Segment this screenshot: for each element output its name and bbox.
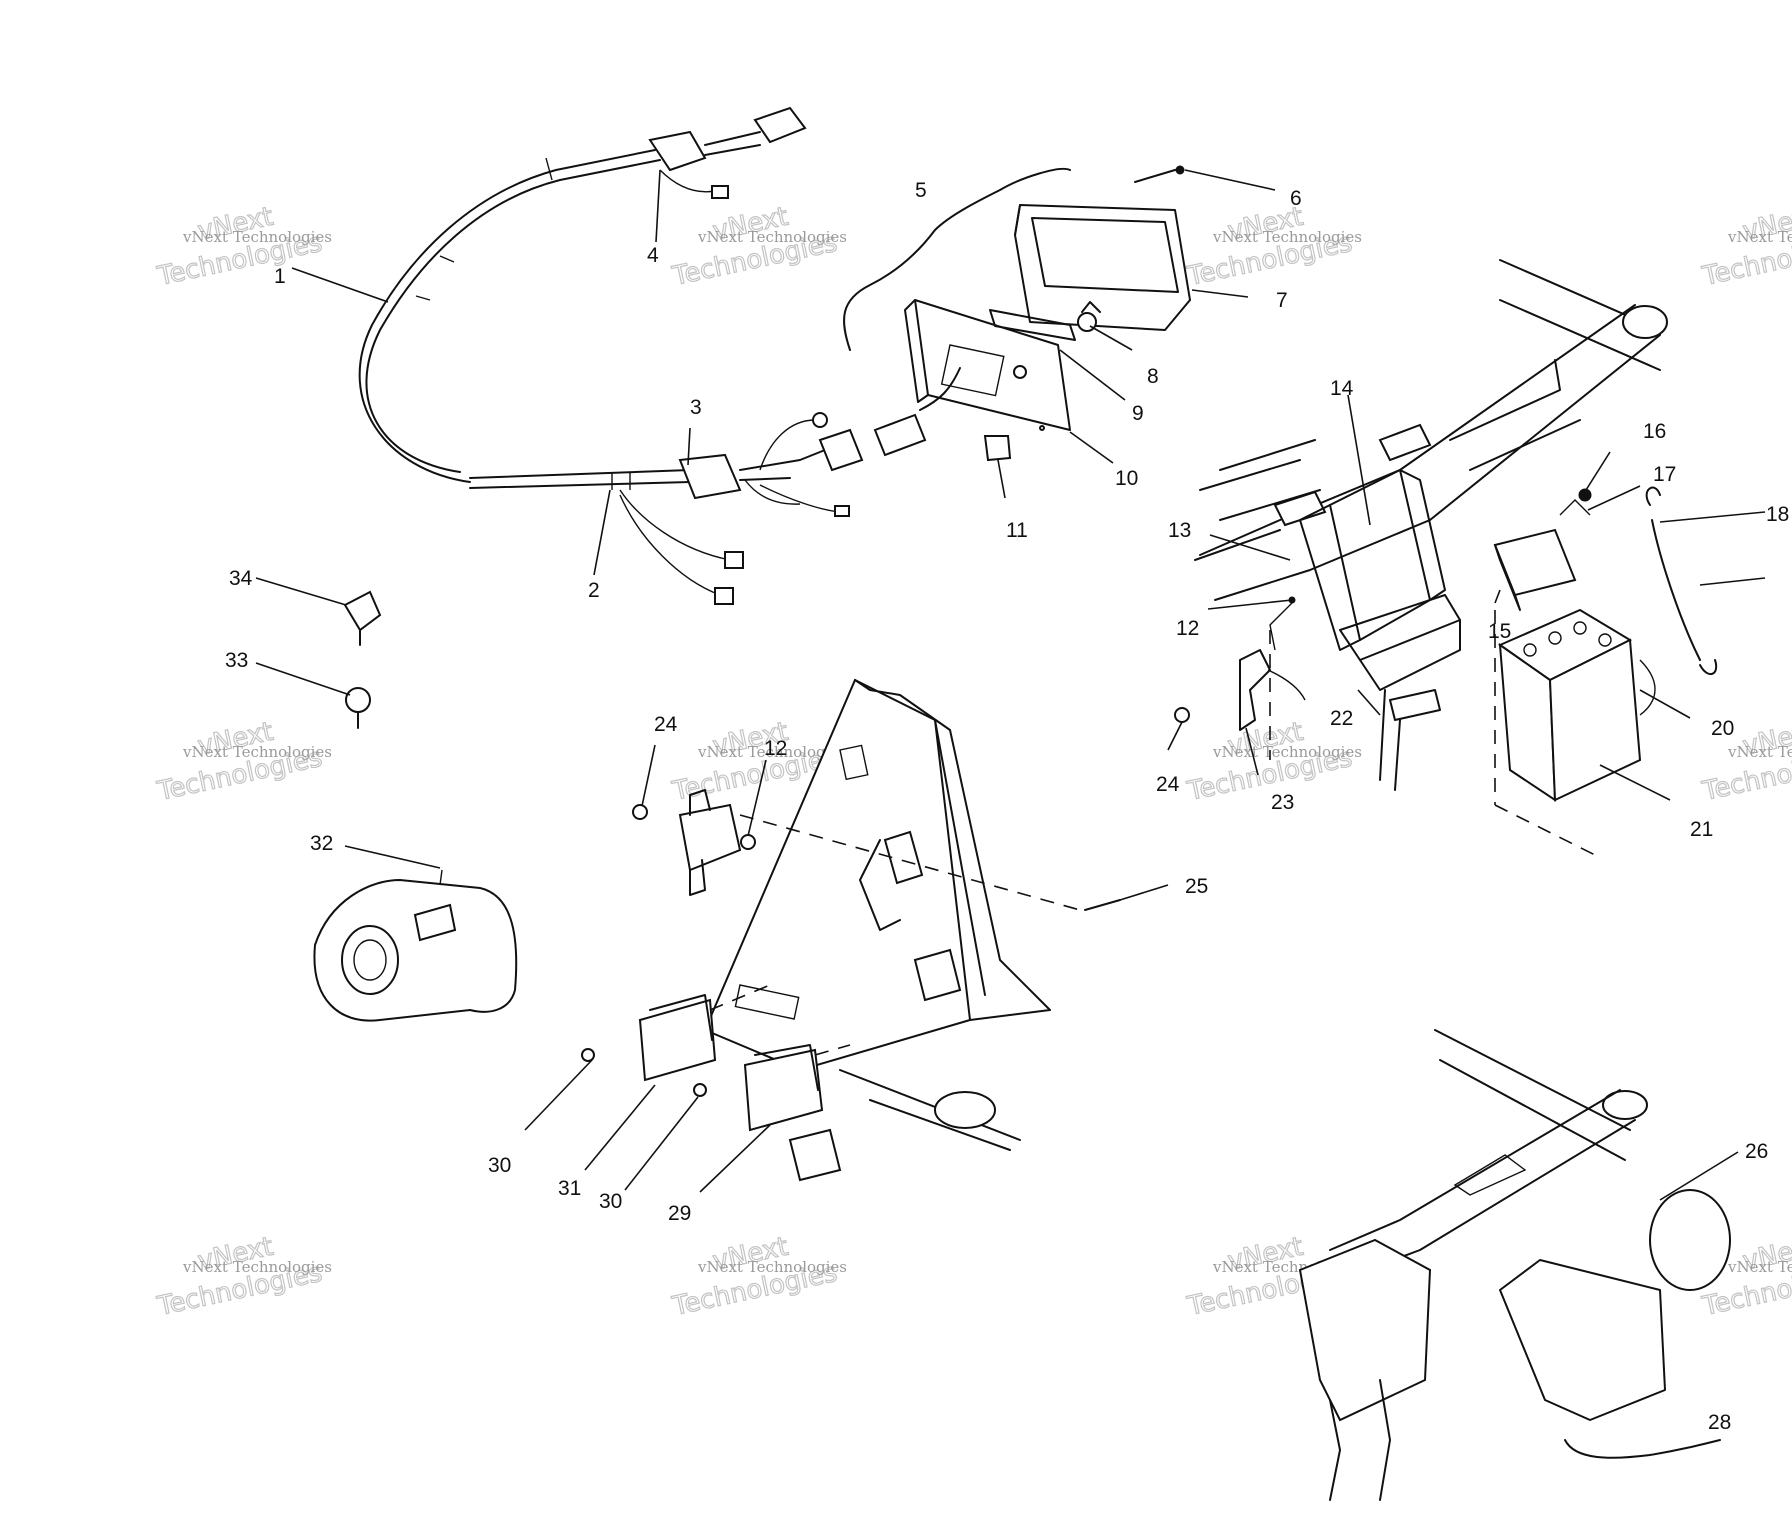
watermark-9: Technologies vNext vNext Technologies <box>154 1231 332 1323</box>
callout-15: 15 <box>1488 620 1511 643</box>
svg-text:vNext Technologies: vNext Technologies <box>697 1258 847 1276</box>
callout-20: 20 <box>1711 717 1734 740</box>
callout-24-right: 24 <box>1156 773 1180 796</box>
callout-10: 10 <box>1115 467 1138 490</box>
callout-32: 32 <box>310 832 333 855</box>
watermark-2: Technologies vNext vNext Technologies <box>669 201 847 293</box>
callout-30-right: 30 <box>599 1190 622 1213</box>
watermark-1: Technologies vNext vNext Technologies <box>154 201 332 293</box>
callout-26: 26 <box>1745 1140 1768 1163</box>
watermark-3: Technologies vNext vNext Technologies <box>1184 201 1362 293</box>
svg-text:vNext Technologies: vNext Technologies <box>1727 1258 1792 1276</box>
callout-23: 23 <box>1271 791 1294 814</box>
svg-text:vNext Technologies: vNext Technologies <box>697 743 847 761</box>
callout-13: 13 <box>1168 519 1191 542</box>
watermark-4: Technologies vNext vNext Technologies <box>1699 201 1792 293</box>
callout-9: 9 <box>1132 402 1144 425</box>
callout-25: 25 <box>1185 875 1208 898</box>
callout-17: 17 <box>1653 463 1676 486</box>
svg-text:vNext Technologies: vNext Technologies <box>1727 228 1792 246</box>
callout-21: 21 <box>1690 818 1713 841</box>
leader-lines <box>255 169 1766 1201</box>
callout-33: 33 <box>225 649 248 672</box>
callout-24-center: 24 <box>654 713 678 736</box>
watermark-10: Technologies vNext vNext Technologies <box>669 1231 847 1323</box>
svg-text:vNext Technologies: vNext Technologies <box>1212 228 1362 246</box>
callout-3: 3 <box>690 396 702 419</box>
callout-4: 4 <box>647 244 659 267</box>
svg-text:vNext Technologies: vNext Technologies <box>1727 743 1792 761</box>
svg-text:vNext Technologies: vNext Technologies <box>1212 743 1362 761</box>
tank-part <box>313 590 518 1022</box>
callout-16: 16 <box>1643 420 1666 443</box>
tail-light-assembly <box>843 165 1191 462</box>
wiring-harness <box>358 106 864 605</box>
svg-text:vNext Technologies: vNext Technologies <box>182 228 332 246</box>
svg-text:vNext Technologies: vNext Technologies <box>182 1258 332 1276</box>
callout-6: 6 <box>1290 187 1302 210</box>
callout-29: 29 <box>668 1202 691 1225</box>
callout-numbers: 1 2 3 4 5 6 7 8 9 10 11 12 12 13 14 15 1… <box>225 179 1789 1434</box>
callout-11: 11 <box>1006 519 1028 542</box>
starter-assembly <box>1298 1029 1731 1501</box>
callout-22: 22 <box>1330 707 1353 730</box>
callout-2: 2 <box>588 579 600 602</box>
svg-text:vNext Technologies: vNext Technologies <box>697 228 847 246</box>
callout-31: 31 <box>558 1177 581 1200</box>
callout-12-right: 12 <box>1176 617 1199 640</box>
watermark-5: Technologies vNext vNext Technologies <box>154 716 332 808</box>
callout-7: 7 <box>1276 289 1288 312</box>
callout-12-center: 12 <box>764 737 787 760</box>
callout-14: 14 <box>1330 377 1354 400</box>
battery-assembly <box>1493 486 1718 856</box>
callout-28: 28 <box>1708 1411 1731 1434</box>
callout-8: 8 <box>1147 365 1159 388</box>
callout-1: 1 <box>274 265 286 288</box>
svg-text:vNext Technologies: vNext Technologies <box>182 743 332 761</box>
mounting-plate <box>581 678 1121 1182</box>
callout-5: 5 <box>915 179 927 202</box>
callout-34: 34 <box>229 567 253 590</box>
callout-30-left: 30 <box>488 1154 511 1177</box>
callout-18: 18 <box>1766 503 1789 526</box>
main-frame <box>1174 259 1668 791</box>
